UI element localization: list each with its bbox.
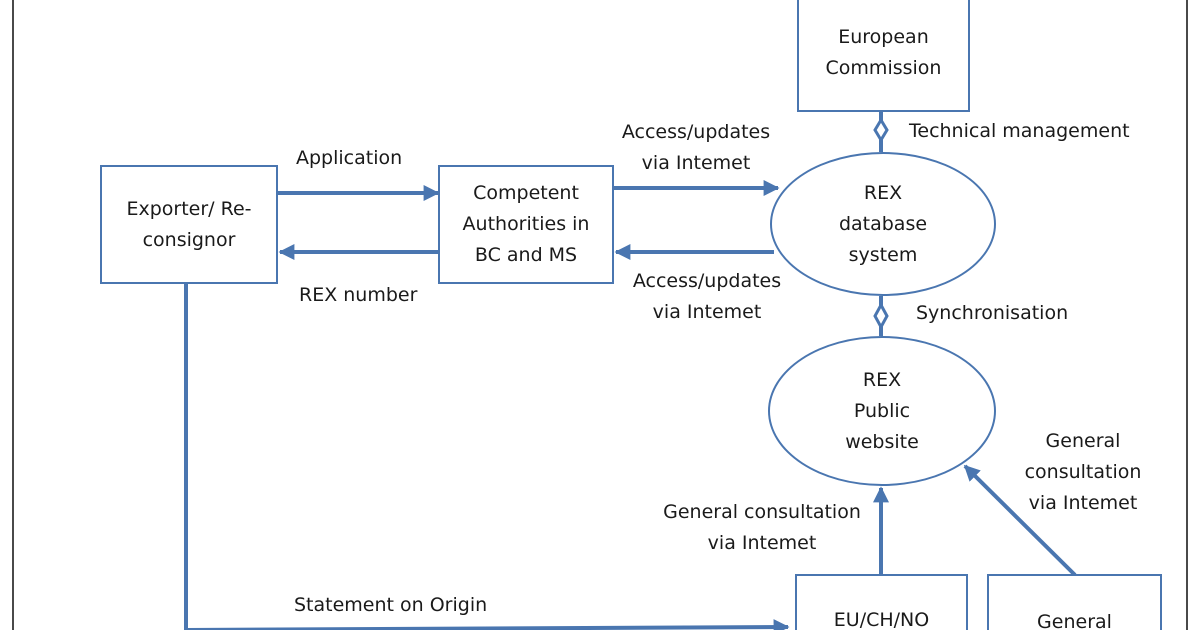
statement-on-origin-label: Statement on Origin <box>294 594 488 616</box>
rex-public-website-label: REX Public website <box>845 368 919 453</box>
rex-database-ellipse: REX database system <box>770 152 996 296</box>
exporter-box: Exporter/ Re- consignor <box>100 165 278 284</box>
technical-management-label: Technical management <box>909 120 1130 142</box>
access-updates-bottom-label: Access/updates via Intemet <box>632 270 782 323</box>
synchronisation-label: Synchronisation <box>916 302 1069 324</box>
general-box: General <box>987 574 1162 630</box>
general-consultation-right-label: General consultation via Intemet <box>1024 430 1142 514</box>
technical-management-diamond <box>873 117 889 143</box>
european-commission-label: European Commission <box>825 26 942 79</box>
rex-public-website-ellipse: REX Public website <box>768 336 996 486</box>
european-commission-box: European Commission <box>797 0 970 112</box>
general-consultation-arrow <box>963 464 1077 577</box>
application-label: Application <box>296 147 403 169</box>
synchronisation-diamond <box>873 301 889 331</box>
general-consultation-left-label: General consultation via Intemet <box>663 501 861 554</box>
exporter-label: Exporter/ Re- consignor <box>126 197 252 251</box>
rex-number-label: REX number <box>299 284 418 306</box>
eu-ch-no-label: EU/CH/NO <box>833 609 930 630</box>
eu-ch-no-box: EU/CH/NO <box>795 574 968 630</box>
access-updates-top-label: Access/updates via Intemet <box>621 121 771 174</box>
competent-authorities-box: Competent Authorities in BC and MS <box>438 165 614 284</box>
rex-database-label: REX database system <box>838 181 928 266</box>
general-label: General <box>1037 611 1112 630</box>
competent-authorities-label: Competent Authorities in BC and MS <box>462 182 590 266</box>
